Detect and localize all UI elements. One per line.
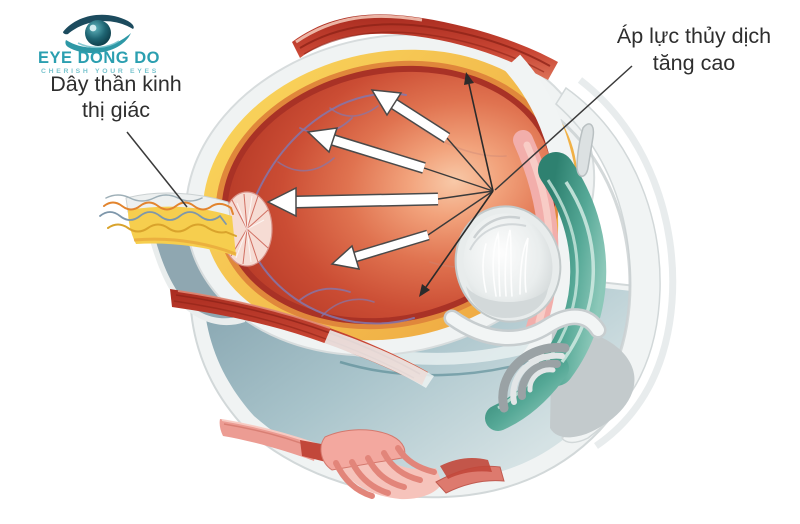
- oblique-rib: [349, 459, 391, 496]
- ciliary-light-line: [560, 181, 596, 364]
- lens-capsule-arc: [472, 215, 521, 239]
- inferior-red-patch: [440, 458, 492, 479]
- disc-ray-white: [246, 228, 252, 263]
- disc-ray: [246, 195, 259, 230]
- black-arrow-head: [419, 284, 430, 297]
- logo-title: EYE DONG DO: [38, 49, 160, 67]
- white-arrow-shaft: [391, 100, 450, 142]
- lens: [454, 205, 562, 323]
- nerve-core-shade: [133, 237, 237, 256]
- annotation-pointers: [126, 65, 633, 208]
- white-arrow-head: [370, 89, 403, 117]
- disc-ray: [243, 193, 248, 230]
- disc-ray-white: [236, 202, 248, 230]
- arrow-tail-line: [437, 190, 494, 200]
- medial-rectus-muscle: [170, 289, 434, 388]
- oblique-rib: [381, 450, 423, 483]
- anterior-segment: [443, 54, 677, 449]
- white-arrow-head: [330, 244, 361, 270]
- arrow-tail-line: [427, 190, 494, 236]
- pressure-label-line1: Áp lực thủy dịch: [617, 23, 771, 48]
- muscle-tendon-fade: [324, 330, 434, 388]
- white-arrow-shaft: [295, 194, 439, 207]
- nerve-fiber: [103, 201, 234, 215]
- nerve-fiber: [105, 194, 203, 202]
- lens-lower-crescent: [466, 286, 548, 318]
- lens-capsule-arc: [469, 223, 527, 251]
- white-arrow-head: [306, 127, 339, 154]
- logo: EYE DONG DO CHERISH YOUR EYES: [38, 14, 160, 75]
- oblique-rib: [365, 455, 407, 490]
- disc-ray-white: [235, 228, 248, 259]
- lens-fiber: [519, 237, 529, 295]
- disc-ray: [242, 228, 248, 265]
- optic-nerve: [99, 192, 237, 256]
- vessel: [321, 298, 375, 317]
- white-arrow-shaft: [331, 135, 426, 173]
- vessel: [254, 254, 415, 325]
- optic-nerve-label-line1: Dây thần kinh: [50, 72, 181, 96]
- iris-fold-light: [527, 367, 556, 393]
- zonule-band: [446, 310, 604, 344]
- pressure-label-line2: tăng cao: [653, 51, 736, 75]
- nerve-fiber: [99, 211, 227, 225]
- pointer-line-optic-nerve: [126, 131, 188, 208]
- lens-fiber: [482, 243, 487, 293]
- iris-fold-ridge: [498, 343, 570, 413]
- disc-ray-white: [246, 195, 253, 230]
- nerve-fiber: [107, 223, 237, 237]
- iris-fold-ridge: [517, 359, 561, 400]
- logo-tagline: CHERISH YOUR EYES: [41, 68, 159, 75]
- optic-nerve-label-line2: thị giác: [82, 98, 150, 122]
- vessel: [277, 157, 335, 172]
- black-arrow-line: [425, 190, 494, 288]
- inferior-muscles: [219, 419, 505, 500]
- muscle-highlight: [295, 14, 423, 44]
- vessel: [299, 287, 351, 301]
- eye-icon-iris: [85, 20, 111, 46]
- disc-ray: [246, 228, 259, 263]
- vessel: [329, 105, 379, 117]
- annotations: Dây thần kinh thị giác Áp lực thủy dịch …: [50, 23, 771, 122]
- inferior-band-highlight: [221, 419, 317, 445]
- disc-ray-white: [246, 219, 265, 230]
- eye-icon-inner-arc: [77, 40, 120, 49]
- muscle-body: [292, 14, 558, 80]
- eye-icon-lower-lid: [65, 33, 131, 54]
- eye-icon-iris-highlight: [89, 24, 97, 32]
- conjunctiva-gray-blob: [576, 123, 595, 177]
- muscle-body: [170, 289, 428, 385]
- oblique-rib: [395, 445, 437, 475]
- muscle-striation: [303, 31, 545, 73]
- pointer-line-pressure: [494, 65, 633, 191]
- vessel-faint: [419, 127, 507, 158]
- black-arrow-line: [468, 83, 494, 192]
- inferior-band: [219, 419, 318, 461]
- muscle-highlight: [177, 290, 331, 329]
- pressure-arrows: [266, 72, 494, 297]
- white-arrow-shaft: [353, 231, 430, 261]
- superior-rectus-muscle: [292, 14, 558, 80]
- iris-folds: [498, 343, 570, 413]
- ciliary-muscle-teal-lower: [485, 355, 569, 431]
- arrow-tail-line: [446, 137, 494, 192]
- ciliary-muscle-teal: [538, 152, 607, 386]
- black-arrow-head: [464, 72, 474, 85]
- oblique-cap: [320, 429, 406, 471]
- white-arrow-head: [266, 186, 297, 218]
- eye-icon-upper-lash: [63, 14, 134, 35]
- cornea-outer-band: [577, 77, 677, 449]
- lens-fiber: [504, 229, 513, 297]
- disc-ray: [246, 209, 269, 230]
- lens-fiber: [492, 230, 501, 297]
- oblique-rib: [333, 460, 375, 499]
- disc-ray: [231, 199, 248, 230]
- eye-icon: [63, 14, 134, 54]
- iris-fold-light: [510, 352, 565, 405]
- disc-ray: [246, 228, 269, 249]
- arrow-tail-line: [423, 167, 494, 192]
- muscle-striation: [299, 23, 551, 67]
